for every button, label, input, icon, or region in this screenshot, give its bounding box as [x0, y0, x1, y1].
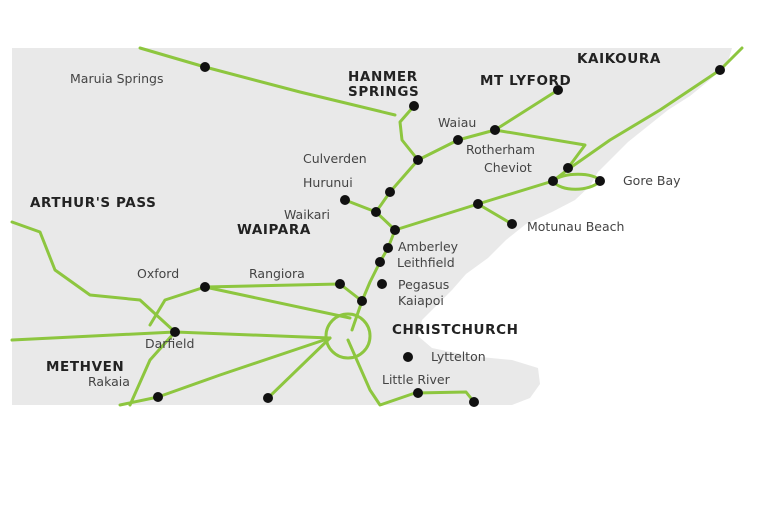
town-labels: Maruia Springs Waiau Rotherham Culverden…: [70, 71, 681, 389]
label-cheviot: Cheviot: [484, 160, 532, 175]
dot-waikari-junction: [371, 207, 381, 217]
label-amberley: Amberley: [398, 239, 459, 254]
dot-cheviot: [563, 163, 573, 173]
dot-darfield: [170, 327, 180, 337]
region-labels: KAIKOURA HANMER SPRINGS MT LYFORD ARTHUR…: [30, 51, 661, 375]
label-leithfield: Leithfield: [397, 255, 455, 270]
dot-mt-lyford: [553, 85, 563, 95]
dot-motunau-junction: [473, 199, 483, 209]
dot-leithfield: [375, 257, 385, 267]
label-pegasus: Pegasus: [398, 277, 449, 292]
dot-waiau: [490, 125, 500, 135]
label-hanmer-2: SPRINGS: [348, 84, 419, 100]
route-little-river: [346, 338, 476, 407]
label-methven: METHVEN: [46, 359, 124, 375]
route-waikari-link: [343, 198, 378, 214]
dot-rangiora: [335, 279, 345, 289]
label-kaikoura: KAIKOURA: [577, 51, 661, 67]
label-hurunui: Hurunui: [303, 175, 353, 190]
dot-hurunui: [385, 187, 395, 197]
dot-maruia-springs: [200, 62, 210, 72]
dot-gore-bay: [595, 176, 605, 186]
route-mtlyford-waiau: [416, 88, 560, 162]
town-markers: [153, 62, 725, 407]
label-waiau: Waiau: [438, 115, 476, 130]
route-rotherham-cheviot: [493, 128, 587, 170]
dot-motunau-beach: [507, 219, 517, 229]
christchurch-ring: [324, 312, 372, 360]
route-oxford-darfield: [148, 285, 207, 327]
label-darfield: Darfield: [145, 336, 194, 351]
label-christchurch: CHRISTCHURCH: [392, 322, 519, 338]
route-rakaia: [118, 336, 332, 407]
label-little-river: Little River: [382, 372, 451, 387]
dot-little-river: [413, 388, 423, 398]
route-oxford-chch: [203, 285, 352, 320]
dot-lyttelton: [403, 352, 413, 362]
label-maruia-springs: Maruia Springs: [70, 71, 163, 86]
dot-gore-bay-west: [548, 176, 558, 186]
label-gore-bay: Gore Bay: [623, 173, 681, 188]
label-motunau-beach: Motunau Beach: [527, 219, 624, 234]
dot-amberley: [383, 243, 393, 253]
label-oxford: Oxford: [137, 266, 179, 281]
label-waikari: Waikari: [284, 207, 330, 222]
route-motunau: [476, 202, 514, 226]
dot-kaiapoi: [357, 296, 367, 306]
label-rakaia: Rakaia: [88, 374, 130, 389]
dot-little-river-end: [469, 397, 479, 407]
route-west-coast-link: [10, 330, 177, 342]
label-hanmer-1: HANMER: [348, 69, 418, 85]
label-arthurs-pass: ARTHUR'S PASS: [30, 195, 156, 211]
dot-waikari: [340, 195, 350, 205]
dot-oxford: [200, 282, 210, 292]
dot-culverden: [413, 155, 423, 165]
dot-rotherham: [453, 135, 463, 145]
dot-south: [263, 393, 273, 403]
dot-pegasus: [377, 279, 387, 289]
dot-rakaia: [153, 392, 163, 402]
label-mt-lyford: MT LYFORD: [480, 73, 571, 89]
dot-kaikoura: [715, 65, 725, 75]
land-area: [12, 48, 732, 405]
route-maruia-hanmer: [138, 46, 397, 117]
label-kaiapoi: Kaiapoi: [398, 293, 444, 308]
label-rotherham: Rotherham: [466, 142, 535, 157]
route-darfield-methven: [128, 330, 177, 407]
label-waipara: WAIPARA: [237, 222, 311, 238]
route-hanmer-spur: [388, 104, 420, 194]
route-south: [266, 336, 332, 400]
label-lyttelton: Lyttelton: [431, 349, 486, 364]
label-rangiora: Rangiora: [249, 266, 305, 281]
dot-waipara: [390, 225, 400, 235]
route-network: [10, 46, 744, 407]
dot-hanmer-springs: [409, 101, 419, 111]
label-culverden: Culverden: [303, 151, 367, 166]
